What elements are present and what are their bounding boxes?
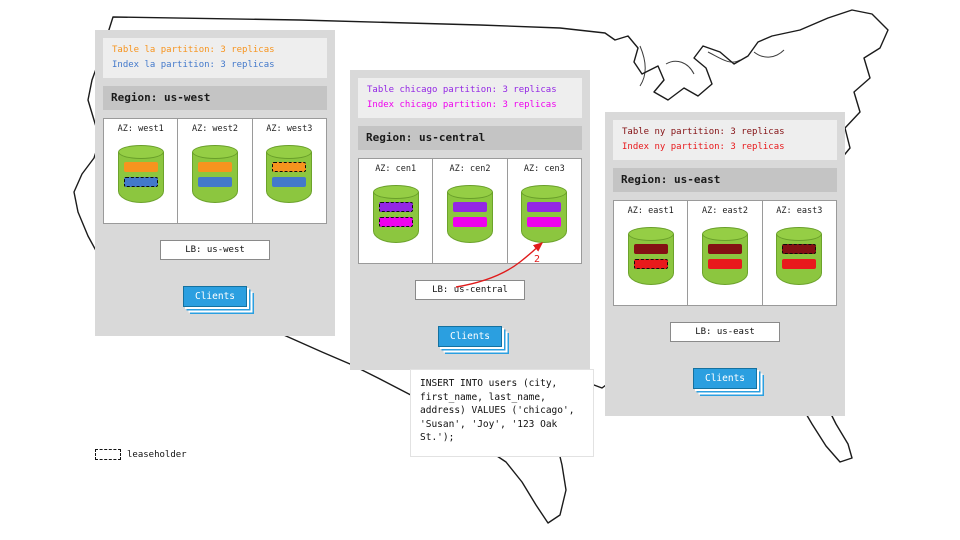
clients-row: Clients xyxy=(358,324,582,347)
leaseholder-swatch-icon xyxy=(95,449,121,460)
legend-label: leaseholder xyxy=(127,449,187,460)
great-lakes-detail xyxy=(639,45,785,87)
az-box-east2: AZ: east2 xyxy=(687,200,763,306)
db-node-cylinder xyxy=(266,145,313,203)
region-title-us-west: Region: us-west xyxy=(103,86,327,110)
bar-table-la xyxy=(197,162,232,172)
region-panel-us-east: Table ny partition: 3 replicas Index ny … xyxy=(605,112,845,416)
cylinder-top xyxy=(701,227,748,241)
bar-table-chicago xyxy=(452,202,487,212)
az-row-us-central: AZ: cen1 AZ: cen2 xyxy=(358,158,582,264)
partition-annotation-us-west: Table la partition: 3 replicas Index la … xyxy=(103,38,327,78)
bar-index-ny-leaseholder xyxy=(633,259,668,269)
clients-row: Clients xyxy=(103,284,327,307)
az-box-east3: AZ: east3 xyxy=(761,200,837,306)
clients-button-us-east[interactable]: Clients xyxy=(693,368,757,389)
bar-table-ny-leaseholder xyxy=(782,244,817,254)
db-node-cylinder xyxy=(446,185,493,243)
db-node-cylinder xyxy=(372,185,419,243)
db-node-cylinder xyxy=(776,227,823,285)
az-label: AZ: cen2 xyxy=(449,164,491,174)
index-partition-note: Index chicago partition: 3 replicas xyxy=(367,100,557,110)
region-panel-us-west: Table la partition: 3 replicas Index la … xyxy=(95,30,335,336)
replica-bars xyxy=(521,202,567,232)
region-title-us-central: Region: us-central xyxy=(358,126,582,150)
bar-index-la-leaseholder xyxy=(123,177,158,187)
clients-button-us-west[interactable]: Clients xyxy=(183,286,247,307)
replica-bars xyxy=(702,244,748,274)
az-box-cen3: AZ: cen3 xyxy=(506,158,582,264)
db-node-cylinder xyxy=(521,185,568,243)
replica-bars xyxy=(628,244,674,274)
index-partition-note: Index ny partition: 3 replicas xyxy=(622,142,785,152)
az-label: AZ: west2 xyxy=(191,124,239,134)
sql-statement-box: INSERT INTO users (city, first_name, las… xyxy=(410,369,594,457)
az-box-west3: AZ: west3 xyxy=(251,118,327,224)
az-box-west2: AZ: west2 xyxy=(177,118,253,224)
bar-index-chicago-leaseholder xyxy=(378,217,413,227)
replica-bars xyxy=(118,162,164,192)
db-node-cylinder xyxy=(117,145,164,203)
leaseholder-legend: leaseholder xyxy=(95,449,187,460)
index-partition-note: Index la partition: 3 replicas xyxy=(112,60,275,70)
az-row-us-east: AZ: east1 AZ: east2 xyxy=(613,200,837,306)
az-label: AZ: west3 xyxy=(266,124,313,134)
table-partition-note: Table chicago partition: 3 replicas xyxy=(367,85,557,95)
bar-index-la xyxy=(272,177,307,187)
bar-index-la xyxy=(197,177,232,187)
db-node-cylinder xyxy=(627,227,674,285)
load-balancer-us-west: LB: us-west xyxy=(160,240,270,260)
az-label: AZ: cen1 xyxy=(375,164,417,174)
db-node-cylinder xyxy=(191,145,238,203)
table-partition-note: Table la partition: 3 replicas xyxy=(112,45,275,55)
bar-table-ny xyxy=(707,244,742,254)
az-label: AZ: east3 xyxy=(776,206,823,216)
bar-table-la xyxy=(123,162,158,172)
az-label: AZ: east1 xyxy=(627,206,674,216)
bar-index-chicago xyxy=(527,217,562,227)
cylinder-top xyxy=(776,227,823,241)
cylinder-top xyxy=(627,227,674,241)
replica-bars xyxy=(266,162,312,192)
partition-annotation-us-east: Table ny partition: 3 replicas Index ny … xyxy=(613,120,837,160)
az-box-east1: AZ: east1 xyxy=(613,200,689,306)
load-balancer-us-central: LB: us-central xyxy=(415,280,525,300)
bar-index-chicago xyxy=(452,217,487,227)
partition-annotation-us-central: Table chicago partition: 3 replicas Inde… xyxy=(358,78,582,118)
region-title-us-east: Region: us-east xyxy=(613,168,837,192)
cylinder-top xyxy=(446,185,493,199)
cylinder-top xyxy=(266,145,313,159)
cylinder-top xyxy=(191,145,238,159)
replica-bars xyxy=(373,202,419,232)
region-panel-us-central: Table chicago partition: 3 replicas Inde… xyxy=(350,70,590,370)
bar-index-ny xyxy=(707,259,742,269)
az-box-west1: AZ: west1 xyxy=(103,118,179,224)
cylinder-top xyxy=(521,185,568,199)
az-label: AZ: cen3 xyxy=(523,164,565,174)
az-label: AZ: west1 xyxy=(117,124,164,134)
az-label: AZ: east2 xyxy=(701,206,749,216)
bar-table-chicago-leaseholder xyxy=(378,202,413,212)
load-balancer-us-east: LB: us-east xyxy=(670,322,780,342)
replica-bars xyxy=(447,202,493,232)
bar-table-la-leaseholder xyxy=(272,162,307,172)
cylinder-top xyxy=(372,185,419,199)
az-box-cen2: AZ: cen2 xyxy=(432,158,508,264)
db-node-cylinder xyxy=(701,227,748,285)
clients-row: Clients xyxy=(613,366,837,389)
az-box-cen1: AZ: cen1 xyxy=(358,158,434,264)
az-row-us-west: AZ: west1 AZ: west2 xyxy=(103,118,327,224)
bar-table-ny xyxy=(633,244,668,254)
bar-table-chicago xyxy=(527,202,562,212)
replica-bars xyxy=(192,162,238,192)
replica-bars xyxy=(776,244,822,274)
bar-index-ny xyxy=(782,259,817,269)
table-partition-note: Table ny partition: 3 replicas xyxy=(622,127,785,137)
cylinder-top xyxy=(117,145,164,159)
clients-button-us-central[interactable]: Clients xyxy=(438,326,502,347)
